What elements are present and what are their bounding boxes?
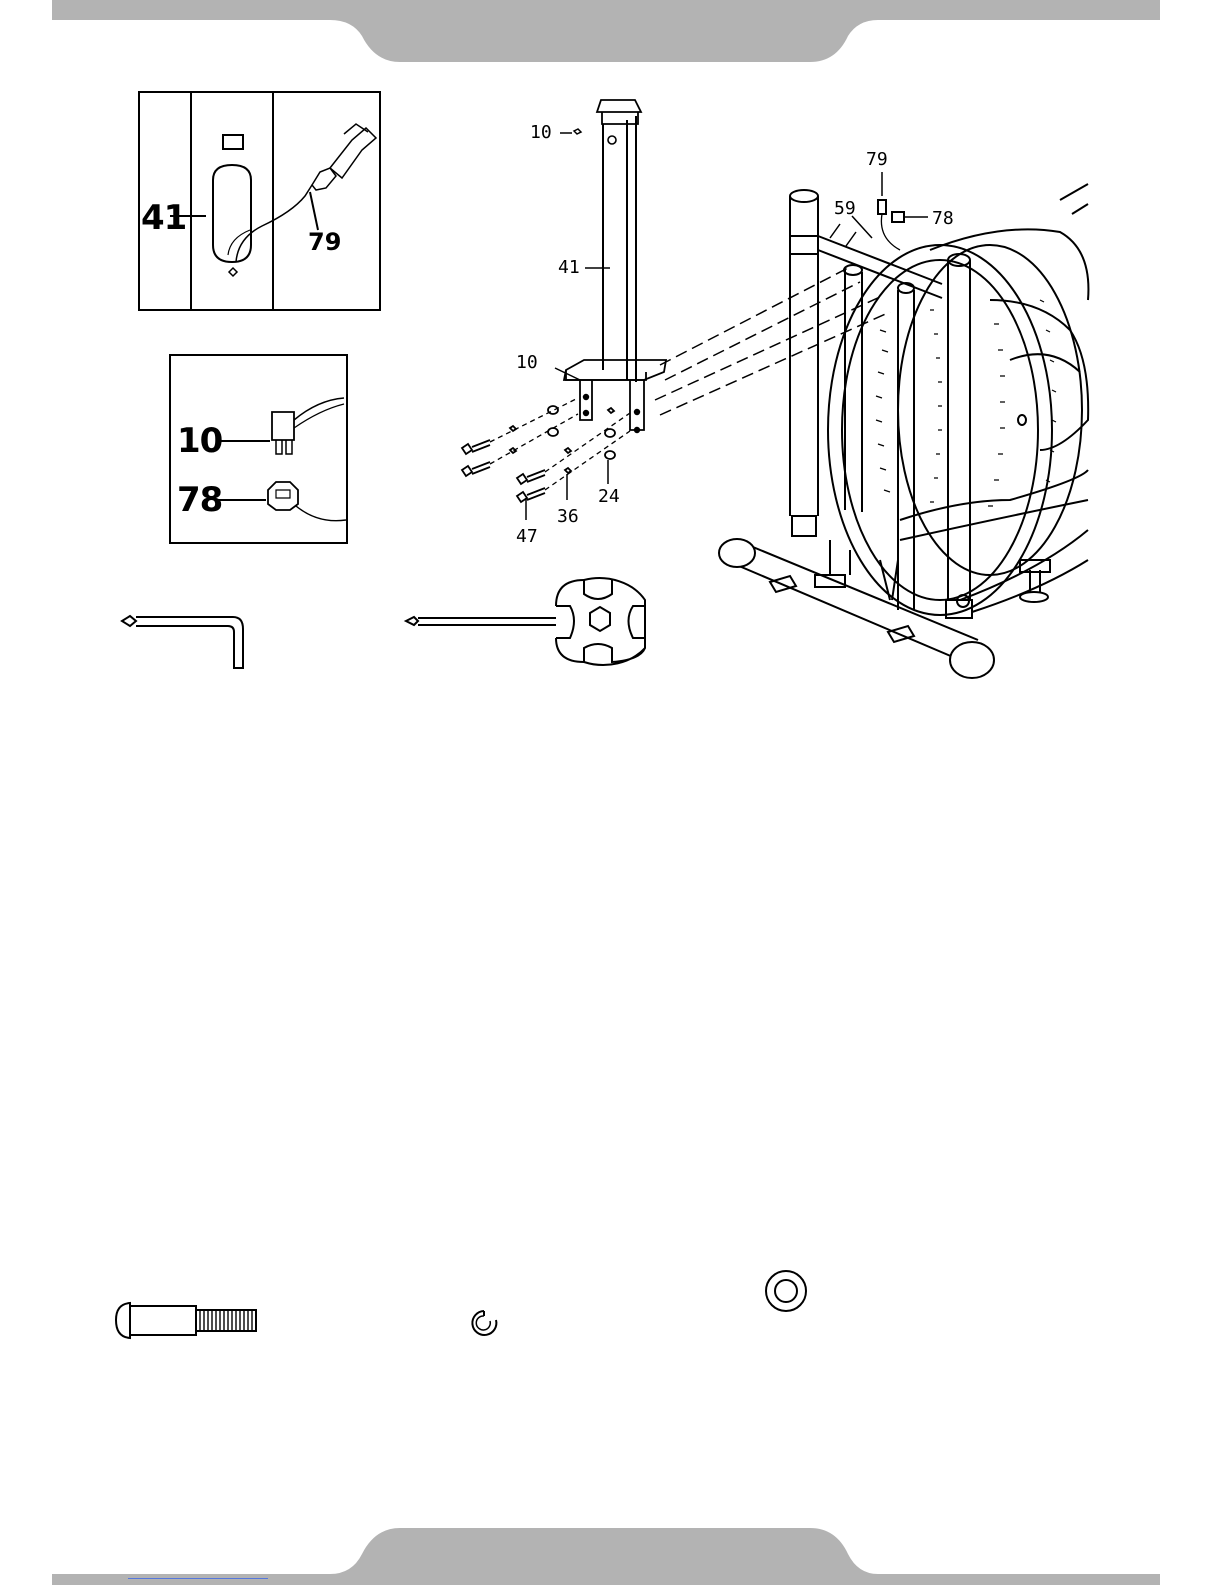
allen-key-icon: [122, 616, 243, 668]
flat-washer-icon: [766, 1271, 806, 1311]
callout-10-top: 10: [530, 124, 552, 142]
spring-washer-icon: [472, 1311, 496, 1335]
fastener-exploded-drawing: [462, 129, 630, 520]
callout-10-bottom: 10: [516, 354, 538, 372]
callout-79: 79: [866, 151, 888, 169]
elliptical-frame-drawing: [719, 172, 1088, 678]
callout-36: 36: [557, 508, 579, 526]
bolt-row-2: [462, 462, 490, 476]
fan-perforations: [876, 300, 1056, 506]
inset-bottom-label-10: 10: [177, 424, 222, 458]
handle-post-drawing: [555, 100, 890, 432]
bolt-row-3: [517, 470, 545, 484]
callout-41: 41: [558, 259, 580, 277]
inset-bottom-label-78: 78: [177, 483, 222, 517]
bolt-row-1: [462, 440, 490, 454]
callout-59: 59: [834, 200, 856, 218]
callout-24: 24: [598, 488, 620, 506]
inset-top-label-79: 79: [308, 230, 341, 254]
inset-top-label-41: 41: [141, 201, 186, 235]
bolt-icon: [116, 1303, 256, 1338]
callout-78: 78: [932, 210, 954, 228]
bolt-row-4: [517, 488, 545, 502]
multi-wrench-icon: [406, 578, 645, 665]
callout-47: 47: [516, 528, 538, 546]
